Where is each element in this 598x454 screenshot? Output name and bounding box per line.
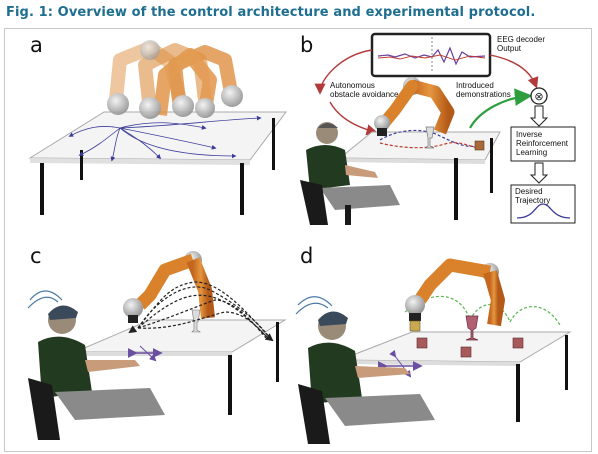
down-arrow-1 bbox=[529, 105, 549, 127]
trajectory-label: Trajectory bbox=[515, 196, 550, 205]
wine-glass bbox=[465, 315, 479, 341]
table-leg bbox=[80, 150, 83, 180]
panel-b: b EEG decoder Output Autonomous obstacle… bbox=[300, 32, 576, 225]
eeg-decoder-label: EEG decoder bbox=[497, 35, 545, 44]
irl-label-2: Reinforcement bbox=[516, 139, 569, 148]
robot-joint bbox=[172, 95, 194, 117]
panel-d-label: d bbox=[300, 244, 313, 268]
table-top bbox=[339, 331, 572, 363]
irl-box bbox=[510, 126, 576, 162]
robot-joint bbox=[107, 93, 129, 115]
robot-joint bbox=[195, 98, 215, 118]
robot-arm bbox=[123, 251, 215, 333]
obstacle-cube bbox=[474, 140, 485, 151]
obstacle-cube bbox=[416, 337, 428, 349]
figure-frame bbox=[4, 28, 592, 452]
demonstrations-label: demonstrations bbox=[456, 90, 511, 99]
person-with-eeg-cap bbox=[295, 296, 435, 444]
trajectory-green bbox=[404, 295, 561, 326]
obstacle-avoidance-label: obstacle avoidance bbox=[330, 90, 399, 99]
robot-arm-ghosts bbox=[107, 40, 243, 119]
person-with-eeg-cap bbox=[27, 290, 165, 440]
panel-d: d bbox=[295, 244, 572, 444]
table-leg bbox=[240, 163, 244, 215]
trajectory-blue bbox=[379, 129, 479, 148]
trajectory-red bbox=[379, 142, 479, 149]
combiner-symbol: ⊗ bbox=[534, 90, 543, 103]
irl-label-1: Inverse bbox=[516, 130, 543, 139]
eeg-output-label: Output bbox=[497, 44, 522, 53]
robot-joint bbox=[139, 97, 161, 119]
panel-b-label: b bbox=[300, 33, 313, 57]
vector-field bbox=[68, 115, 262, 162]
wine-glass bbox=[425, 126, 435, 149]
panel-a: a bbox=[28, 33, 287, 215]
eeg-to-combiner-arrow bbox=[489, 54, 539, 89]
eeg-signal-trace bbox=[377, 46, 486, 66]
down-arrow-2 bbox=[529, 162, 549, 184]
panel-c-label: c bbox=[30, 244, 42, 268]
obstacle-cube bbox=[460, 346, 472, 358]
irl-label-3: Learning bbox=[516, 148, 547, 157]
introduced-label: Introduced bbox=[456, 81, 494, 90]
table-edge bbox=[30, 158, 250, 165]
obstacle-cube bbox=[512, 337, 524, 349]
robot-arm bbox=[405, 258, 505, 332]
panel-a-label: a bbox=[30, 33, 43, 57]
panel-c: c bbox=[27, 244, 287, 440]
table-leg bbox=[40, 163, 44, 215]
figure-title: Fig. 1: Overview of the control architec… bbox=[6, 5, 536, 20]
autonomous-label: Autonomous bbox=[330, 81, 375, 90]
robot-joint bbox=[221, 85, 243, 107]
wine-glass bbox=[191, 309, 201, 333]
desired-trajectory-curve bbox=[516, 203, 571, 219]
person bbox=[300, 122, 400, 225]
desired-label: Desired bbox=[515, 187, 543, 196]
robot-arm bbox=[374, 77, 455, 136]
candidate-trajectories bbox=[137, 281, 271, 339]
table-top bbox=[338, 131, 501, 161]
combiner-node bbox=[530, 87, 548, 105]
table-leg bbox=[272, 118, 275, 170]
demonstrations-arrow bbox=[469, 88, 533, 129]
